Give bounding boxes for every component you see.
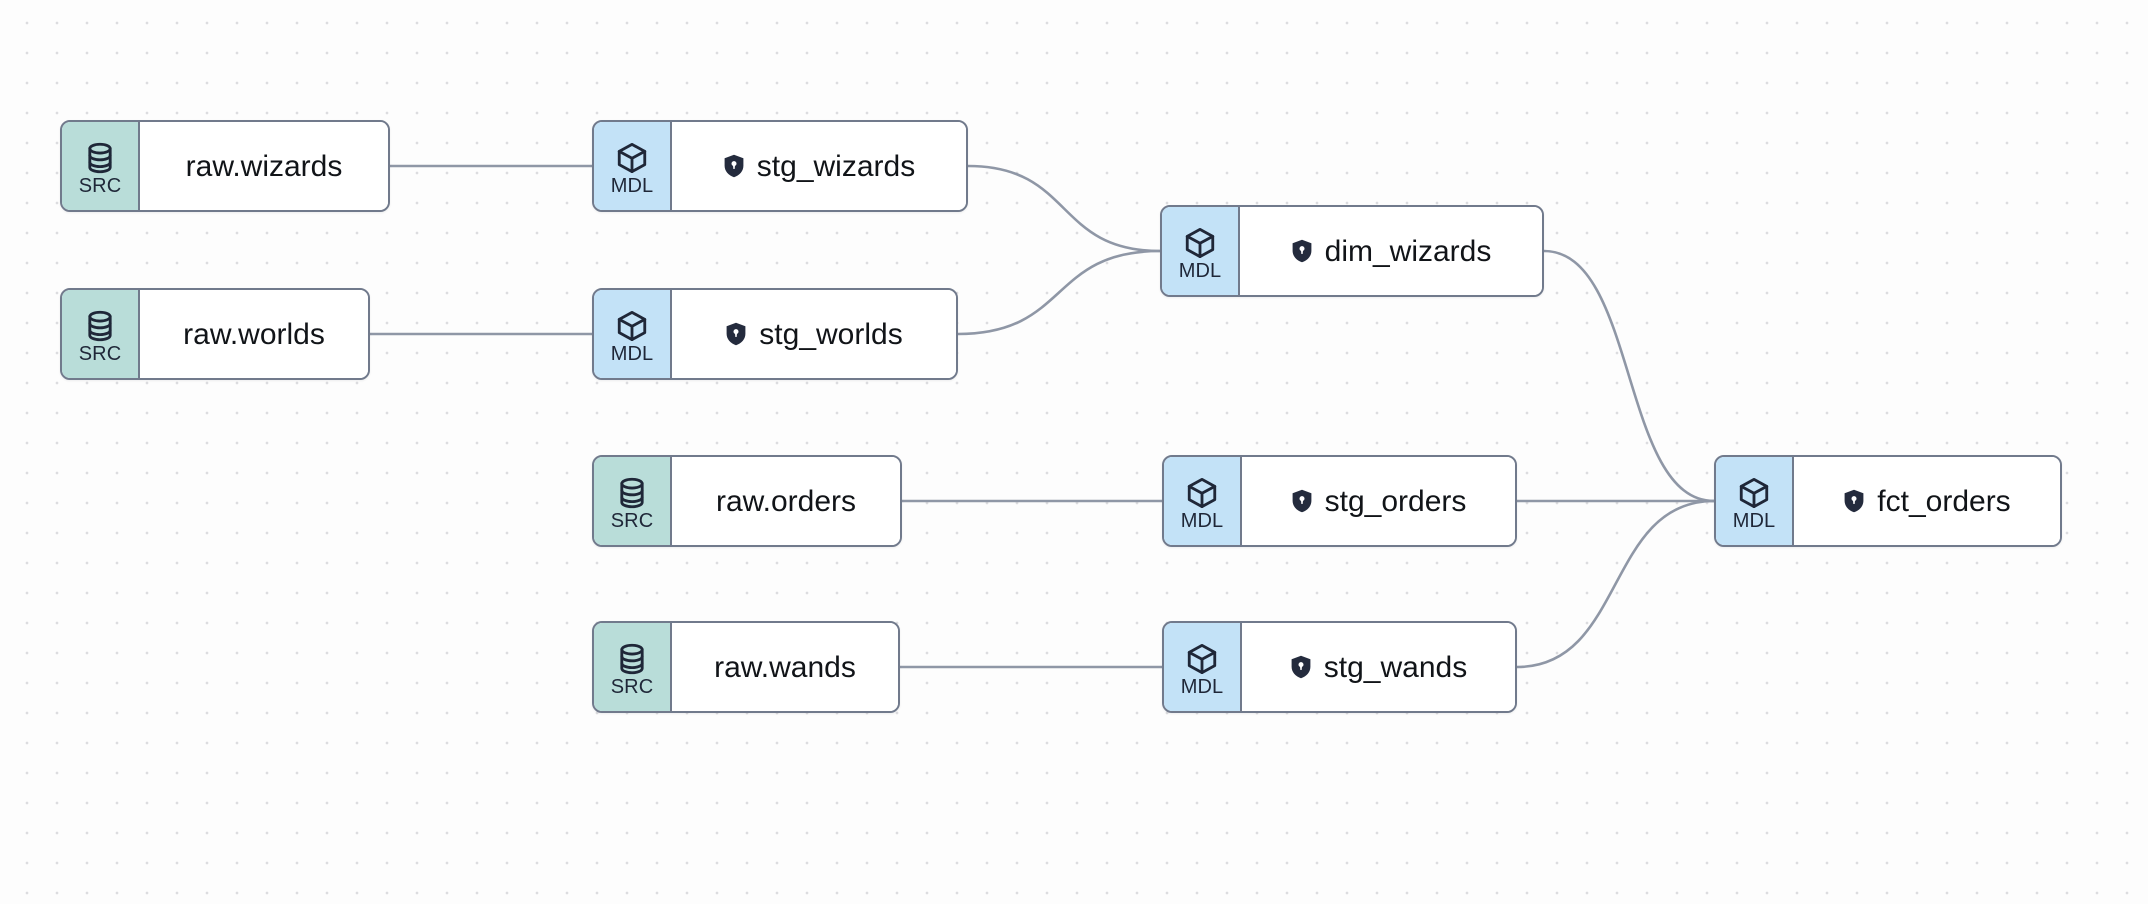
node-type-label: MDL bbox=[1180, 675, 1224, 698]
node-label: raw.wands bbox=[714, 650, 856, 684]
cube-icon bbox=[615, 141, 649, 175]
node-body: stg_wizards bbox=[672, 122, 966, 210]
lineage-node-raw-worlds[interactable]: SRC raw.worlds bbox=[60, 288, 370, 380]
node-body: raw.wands bbox=[672, 623, 898, 711]
node-body: dim_wizards bbox=[1240, 207, 1542, 295]
node-body: raw.orders bbox=[672, 457, 900, 545]
node-type-label: MDL bbox=[1732, 509, 1776, 532]
lineage-node-stg-wizards[interactable]: MDL stg_wizards bbox=[592, 120, 968, 212]
node-label: stg_worlds bbox=[759, 317, 903, 351]
node-type-badge: SRC bbox=[594, 457, 672, 545]
node-type-badge: SRC bbox=[62, 290, 140, 378]
node-label: raw.worlds bbox=[183, 317, 325, 351]
node-type-label: MDL bbox=[610, 174, 654, 197]
node-type-label: SRC bbox=[610, 675, 654, 698]
node-body: stg_orders bbox=[1242, 457, 1515, 545]
node-type-label: SRC bbox=[78, 342, 122, 365]
node-type-label: MDL bbox=[1178, 259, 1222, 282]
node-type-label: SRC bbox=[610, 509, 654, 532]
node-label: stg_wands bbox=[1323, 650, 1468, 684]
lineage-node-stg-orders[interactable]: MDL stg_orders bbox=[1162, 455, 1517, 547]
shield-lock-icon bbox=[723, 154, 745, 178]
lineage-node-stg-worlds[interactable]: MDL stg_worlds bbox=[592, 288, 958, 380]
lineage-edge-stg-worlds-to-dim-wizards bbox=[956, 249, 1162, 336]
node-type-badge: MDL bbox=[594, 290, 672, 378]
lineage-node-raw-wizards[interactable]: SRC raw.wizards bbox=[60, 120, 390, 212]
node-type-label: SRC bbox=[78, 174, 122, 197]
node-label: stg_orders bbox=[1324, 484, 1467, 518]
database-icon bbox=[615, 642, 649, 676]
lineage-node-fct-orders[interactable]: MDL fct_orders bbox=[1714, 455, 2062, 547]
lineage-node-raw-orders[interactable]: SRC raw.orders bbox=[592, 455, 902, 547]
lineage-edge-stg-wands-to-fct-orders bbox=[1515, 499, 1716, 669]
database-icon bbox=[83, 141, 117, 175]
node-type-badge: MDL bbox=[1162, 207, 1240, 295]
node-type-badge: SRC bbox=[62, 122, 140, 210]
database-icon bbox=[83, 309, 117, 343]
lineage-node-stg-wands[interactable]: MDL stg_wands bbox=[1162, 621, 1517, 713]
shield-lock-icon bbox=[1291, 489, 1313, 513]
cube-icon bbox=[1185, 642, 1219, 676]
cube-icon bbox=[1183, 226, 1217, 260]
cube-icon bbox=[615, 309, 649, 343]
node-body: stg_worlds bbox=[672, 290, 956, 378]
shield-lock-icon bbox=[1290, 655, 1312, 679]
lineage-node-dim-wizards[interactable]: MDL dim_wizards bbox=[1160, 205, 1544, 297]
cube-icon bbox=[1737, 476, 1771, 510]
node-type-label: MDL bbox=[1180, 509, 1224, 532]
shield-lock-icon bbox=[725, 322, 747, 346]
database-icon bbox=[615, 476, 649, 510]
node-label: dim_wizards bbox=[1324, 234, 1492, 268]
node-type-badge: MDL bbox=[1164, 623, 1242, 711]
node-type-label: MDL bbox=[610, 342, 654, 365]
node-body: stg_wands bbox=[1242, 623, 1515, 711]
node-body: fct_orders bbox=[1794, 457, 2060, 545]
node-label: raw.wizards bbox=[185, 149, 343, 183]
node-type-badge: MDL bbox=[1164, 457, 1242, 545]
shield-lock-icon bbox=[1843, 489, 1865, 513]
node-type-badge: MDL bbox=[594, 122, 672, 210]
node-type-badge: MDL bbox=[1716, 457, 1794, 545]
lineage-edge-stg-wizards-to-dim-wizards bbox=[966, 164, 1162, 253]
node-body: raw.worlds bbox=[140, 290, 368, 378]
lineage-edge-dim-wizards-to-fct-orders bbox=[1542, 249, 1716, 503]
lineage-node-raw-wands[interactable]: SRC raw.wands bbox=[592, 621, 900, 713]
node-label: stg_wizards bbox=[756, 149, 916, 183]
shield-lock-icon bbox=[1291, 239, 1313, 263]
node-type-badge: SRC bbox=[594, 623, 672, 711]
node-label: fct_orders bbox=[1877, 484, 2011, 518]
node-label: raw.orders bbox=[715, 484, 857, 518]
node-body: raw.wizards bbox=[140, 122, 388, 210]
cube-icon bbox=[1185, 476, 1219, 510]
